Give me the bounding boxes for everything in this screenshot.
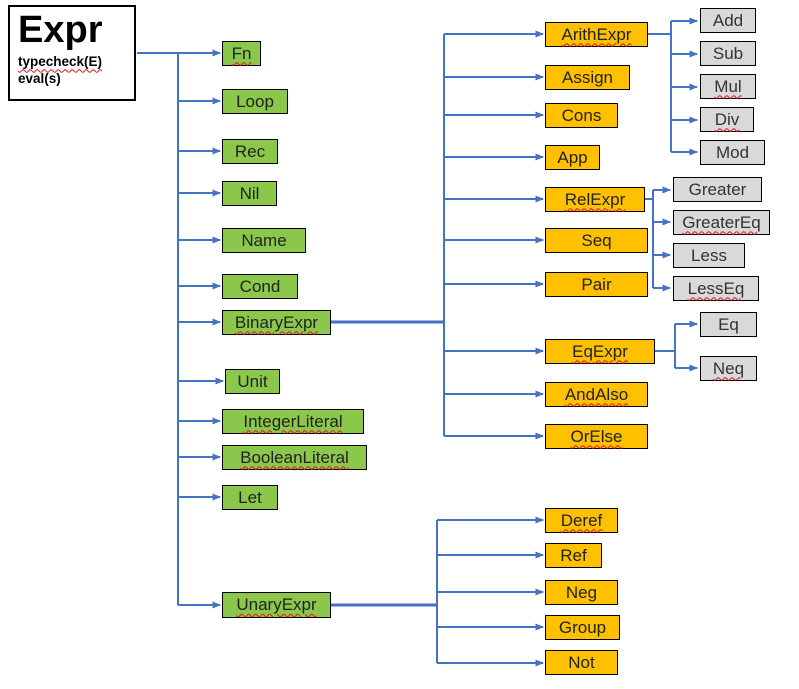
node-expr-root: Expr typecheck(E) eval(s)	[8, 5, 136, 101]
node-nil: Nil	[222, 181, 277, 206]
node-group: Group	[545, 615, 620, 640]
node-binary-expr: BinaryExpr	[222, 310, 331, 335]
node-rel-expr: RelExpr	[545, 187, 645, 212]
node-loop: Loop	[222, 89, 288, 114]
node-greater: Greater	[673, 177, 762, 202]
node-add: Add	[700, 8, 756, 33]
node-less-eq: LessEq	[673, 276, 759, 301]
node-greater-eq: GreaterEq	[673, 210, 770, 235]
node-cond: Cond	[222, 274, 298, 299]
node-less: Less	[673, 243, 745, 268]
node-assign: Assign	[545, 65, 630, 90]
node-name: Name	[222, 228, 306, 253]
node-integer-literal: IntegerLiteral	[222, 409, 364, 434]
node-mod: Mod	[700, 140, 765, 165]
node-div: Div	[700, 107, 754, 132]
node-not: Not	[545, 650, 618, 675]
node-unit: Unit	[225, 369, 280, 394]
node-unary-expr: UnaryExpr	[222, 592, 331, 618]
node-neg: Neg	[545, 580, 618, 605]
node-boolean-literal: BooleanLiteral	[222, 445, 367, 470]
root-method-eval: eval(s)	[18, 71, 61, 87]
node-seq: Seq	[545, 228, 648, 253]
node-sub: Sub	[700, 41, 756, 66]
node-pair: Pair	[545, 272, 648, 297]
node-rec: Rec	[222, 139, 278, 164]
node-fn: Fn	[222, 41, 261, 66]
node-cons: Cons	[545, 103, 618, 128]
node-app: App	[545, 145, 600, 170]
node-arith-expr: ArithExpr	[545, 22, 648, 47]
root-title: Expr	[18, 9, 103, 51]
root-method-typecheck: typecheck(E)	[18, 53, 103, 69]
node-let: Let	[222, 485, 278, 510]
node-or-else: OrElse	[545, 424, 648, 449]
arrow-connectors	[137, 17, 698, 667]
node-and-also: AndAlso	[545, 382, 648, 407]
node-neq: Neq	[700, 356, 757, 381]
node-eq-expr: EqExpr	[545, 339, 655, 364]
node-eq: Eq	[700, 312, 757, 337]
node-ref: Ref	[545, 543, 602, 568]
node-deref: Deref	[545, 508, 618, 533]
node-mul: Mul	[700, 74, 756, 99]
